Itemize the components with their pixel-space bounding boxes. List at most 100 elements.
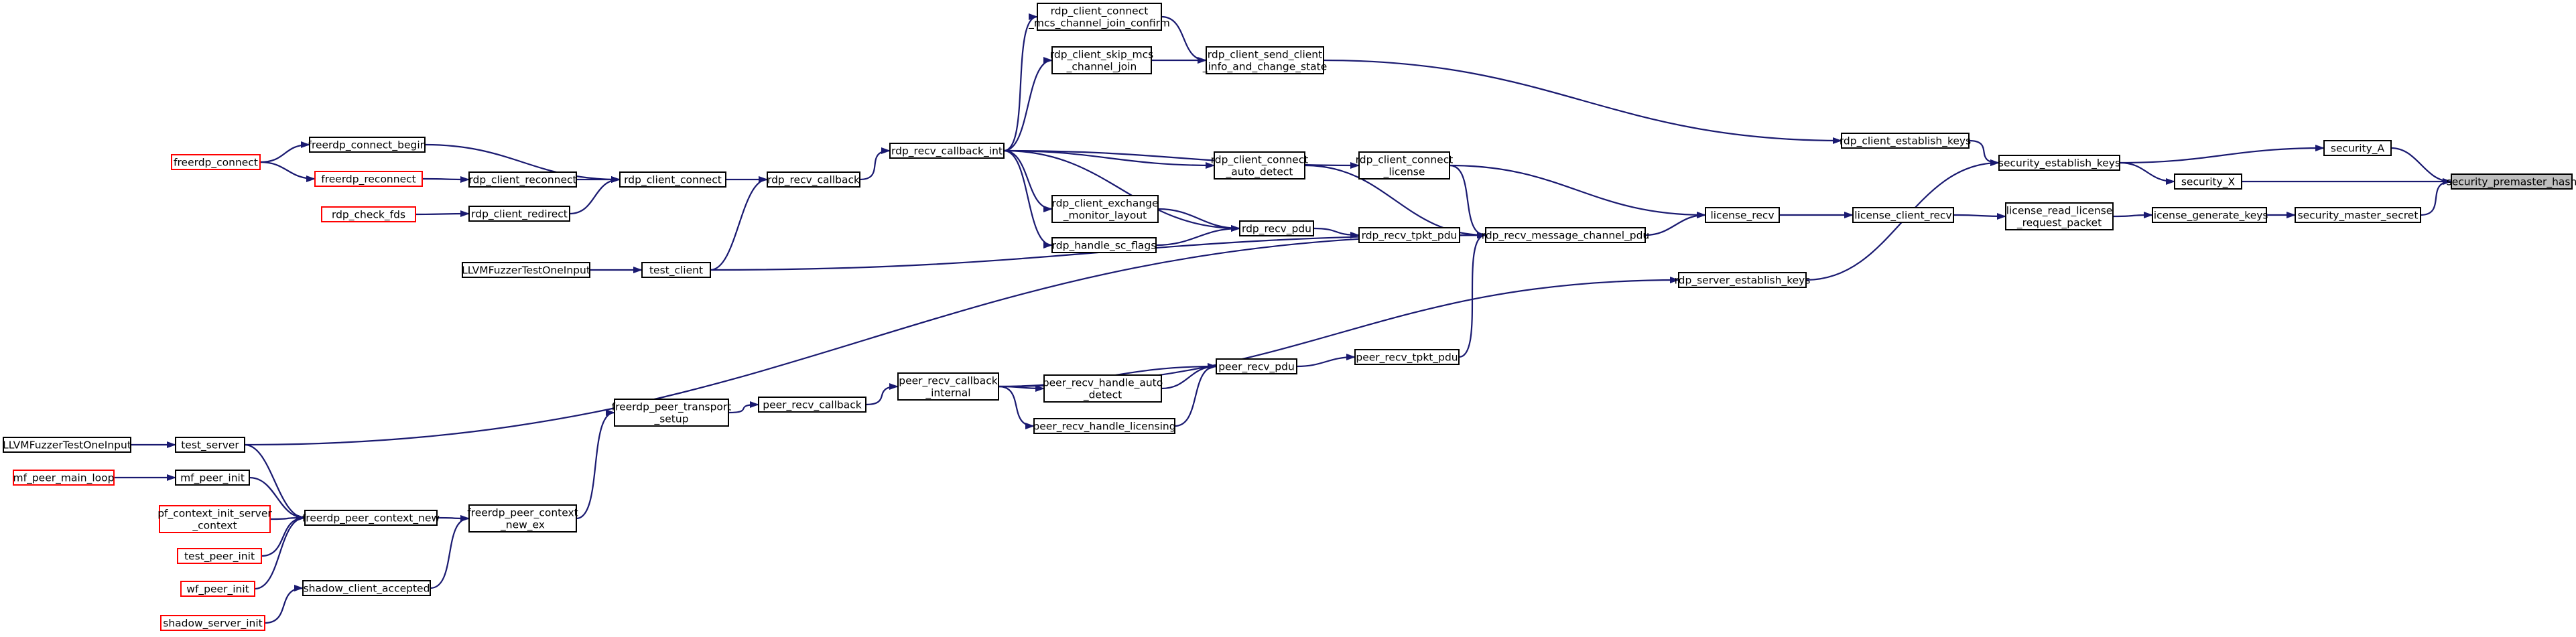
node-rdp-client-exchange-monitor-layout[interactable]: rdp_client_exchange_monitor_layout xyxy=(1051,195,1159,223)
node-peer-recv-handle-auto-detect[interactable]: peer_recv_handle_auto_detect xyxy=(1043,374,1163,403)
node-license-generate-keys[interactable]: license_generate_keys xyxy=(2150,207,2268,223)
node-rdp-client-redirect[interactable]: rdp_client_redirect xyxy=(468,206,570,222)
node-box xyxy=(2174,173,2242,190)
node-freerdp-peer-context-new[interactable]: freerdp_peer_context_new xyxy=(302,510,440,526)
node-box xyxy=(175,470,250,486)
node-box xyxy=(180,581,255,597)
edge-rdp-client-send-client-info-and-change-state-to-rdp-client-establish-keys xyxy=(1323,59,1842,144)
node-license-client-recv[interactable]: license_client_recv xyxy=(1852,207,1954,223)
node-label: security_premaster_hash xyxy=(2447,176,2576,189)
edge-shadow-server-init-to-shadow-client-accepted xyxy=(264,585,304,624)
node-rdp-recv-tpkt-pdu[interactable]: rdp_recv_tpkt_pdu xyxy=(1358,227,1460,243)
node-rdp-recv-pdu[interactable]: rdp_recv_pdu xyxy=(1239,220,1314,236)
node-test-peer-init[interactable]: test_peer_init xyxy=(177,548,262,564)
node-rdp-client-reconnect[interactable]: rdp_client_reconnect xyxy=(468,171,577,188)
node-peer-recv-tpkt-pdu[interactable]: peer_recv_tpkt_pdu xyxy=(1354,349,1460,365)
node-rdp-recv-callback-int[interactable]: rdp_recv_callback_int xyxy=(889,143,1005,159)
nodes-layer: security_premaster_hash security_Asecurit… xyxy=(3,3,2576,631)
node-box xyxy=(160,615,265,631)
edge-rdp-client-connect-license-to-license-recv xyxy=(1449,164,1706,218)
node-box xyxy=(468,504,577,533)
edge-peer-recv-pdu-to-peer-recv-tpkt-pdu xyxy=(1296,354,1356,368)
node-peer-recv-callback[interactable]: peer_recv_callback xyxy=(758,397,866,413)
edge-shadow-client-accepted-to-freerdp-peer-context-new-ex xyxy=(430,515,470,589)
node-shadow-client-accepted[interactable]: shadow_client_accepted xyxy=(302,580,431,596)
node-rdp-client-connect[interactable]: rdp_client_connect xyxy=(619,171,726,188)
node-rdp-recv-message-channel-pdu[interactable]: rdp_recv_message_channel_pdu xyxy=(1482,227,1650,243)
node-security-establish-keys[interactable]: security_establish_keys xyxy=(1998,155,2120,171)
node-mf-peer-main-loop[interactable]: mf_peer_main_loop xyxy=(13,470,115,486)
node-label: security_A xyxy=(2331,143,2385,155)
node-label: test_server xyxy=(181,439,239,452)
node-box xyxy=(468,171,577,188)
node-box xyxy=(889,143,1005,159)
node-peer-recv-callback-internal[interactable]: peer_recv_callback_internal xyxy=(897,372,999,401)
node-box xyxy=(1043,374,1162,403)
node-label: mf_peer_main_loop xyxy=(13,472,115,485)
node-security-premaster-hash[interactable]: security_premaster_hash xyxy=(2447,173,2576,190)
node-peer-recv-handle-licensing[interactable]: peer_recv_handle_licensing xyxy=(1033,418,1176,434)
node-box xyxy=(1214,151,1305,180)
node-rdp-client-connect-auto-detect[interactable]: rdp_client_connect_auto_detect xyxy=(1211,151,1309,180)
node-label: rdp_client_connect xyxy=(624,174,722,187)
node-box xyxy=(177,548,262,564)
node-test-server[interactable]: test_server xyxy=(175,437,245,453)
node-label: rdp_recv_pdu xyxy=(1242,223,1311,236)
node-pf-context-init-server-context[interactable]: pf_context_init_server_context xyxy=(157,505,272,533)
node-rdp-handle-sc-flags[interactable]: rdp_handle_sc_flags xyxy=(1051,237,1157,253)
edge-peer-recv-callback-to-peer-recv-callback-internal xyxy=(865,383,899,406)
edge-freerdp-connect-to-freerdp-connect-begin xyxy=(259,141,310,163)
node-box xyxy=(1485,227,1646,243)
edge-rdp-client-connect-license-to-rdp-recv-message-channel-pdu xyxy=(1449,164,1486,238)
node-freerdp-peer-transport-setup[interactable]: freerdp_peer_transport_setup xyxy=(612,399,732,427)
node-label: freerdp_reconnect xyxy=(321,173,415,186)
node-license-recv[interactable]: license_recv xyxy=(1705,207,1780,223)
node-label: _context xyxy=(192,520,237,533)
node-mf-peer-init[interactable]: mf_peer_init xyxy=(175,470,250,486)
node-label: freerdp_peer_transport xyxy=(612,401,732,414)
node-label: _request_packet xyxy=(2016,217,2102,230)
node-rdp-recv-callback[interactable]: rdp_recv_callback xyxy=(767,171,860,188)
node-box xyxy=(2005,202,2114,230)
node-label: security_establish_keys xyxy=(1998,157,2120,170)
node-box xyxy=(758,397,866,413)
node-box xyxy=(171,154,261,170)
node-llvmfuzzertestoneinput-client[interactable]: LLVMFuzzerTestOneInput xyxy=(462,262,590,278)
node-rdp-client-connect-license[interactable]: rdp_client_connect_license xyxy=(1356,151,1454,180)
node-peer-recv-pdu[interactable]: peer_recv_pdu xyxy=(1216,358,1297,374)
node-freerdp-reconnect[interactable]: freerdp_reconnect xyxy=(314,171,423,187)
node-label: peer_recv_handle_auto xyxy=(1043,377,1163,390)
node-label: rdp_recv_callback_int xyxy=(891,145,1003,158)
node-wf-peer-init[interactable]: wf_peer_init xyxy=(180,581,255,597)
node-security-a[interactable]: security_A xyxy=(2323,140,2392,156)
node-rdp-client-connect-mcs-channel-join-confirm[interactable]: rdp_client_connect_mcs_channel_join_conf… xyxy=(1028,3,1170,31)
node-shadow-server-init[interactable]: shadow_server_init xyxy=(160,615,265,631)
node-box xyxy=(1852,207,1954,223)
edge-peer-recv-callback-internal-to-peer-recv-handle-licensing xyxy=(998,385,1035,429)
node-label: rdp_handle_sc_flags xyxy=(1052,240,1157,253)
node-box xyxy=(2323,140,2392,156)
node-box xyxy=(1358,151,1450,180)
node-box xyxy=(468,206,570,222)
edge-test-server-to-rdp-recv-message-channel-pdu xyxy=(244,232,1486,446)
node-rdp-client-establish-keys[interactable]: rdp_client_establish_keys xyxy=(1840,133,1971,149)
node-rdp-server-establish-keys[interactable]: rdp_server_establish_keys xyxy=(1675,272,1811,288)
node-freerdp-connect-begin[interactable]: freerdp_connect_begin xyxy=(308,137,427,153)
node-label: rdp_client_reconnect xyxy=(468,174,576,187)
node-test-client[interactable]: test_client xyxy=(641,262,711,278)
node-llvmfuzzertestoneinput-server[interactable]: LLVMFuzzerTestOneInput xyxy=(3,437,131,453)
node-security-master-secret[interactable]: security_master_secret xyxy=(2295,207,2421,223)
node-rdp-client-send-client-info-and-change-state[interactable]: rdp_client_send_client_info_and_change_s… xyxy=(1202,46,1328,74)
node-security-x[interactable]: security_X xyxy=(2174,173,2242,190)
node-rdp-check-fds[interactable]: rdp_check_fds xyxy=(321,206,416,222)
node-freerdp-peer-context-new-ex[interactable]: freerdp_peer_context_new_ex xyxy=(467,504,578,533)
node-rdp-client-skip-mcs-channel-join[interactable]: rdp_client_skip_mcs_channel_join xyxy=(1050,46,1154,74)
node-label: _internal xyxy=(925,387,970,400)
edge-rdp-recv-callback-int-to-rdp-client-exchange-monitor-layout xyxy=(1003,149,1053,212)
node-license-read-license-request-packet[interactable]: license_read_license_request_packet xyxy=(2005,202,2114,230)
node-box xyxy=(2295,207,2421,223)
node-label: rdp_check_fds xyxy=(332,209,405,222)
node-box xyxy=(1354,349,1460,365)
node-freerdp-connect[interactable]: freerdp_connect xyxy=(171,154,261,170)
